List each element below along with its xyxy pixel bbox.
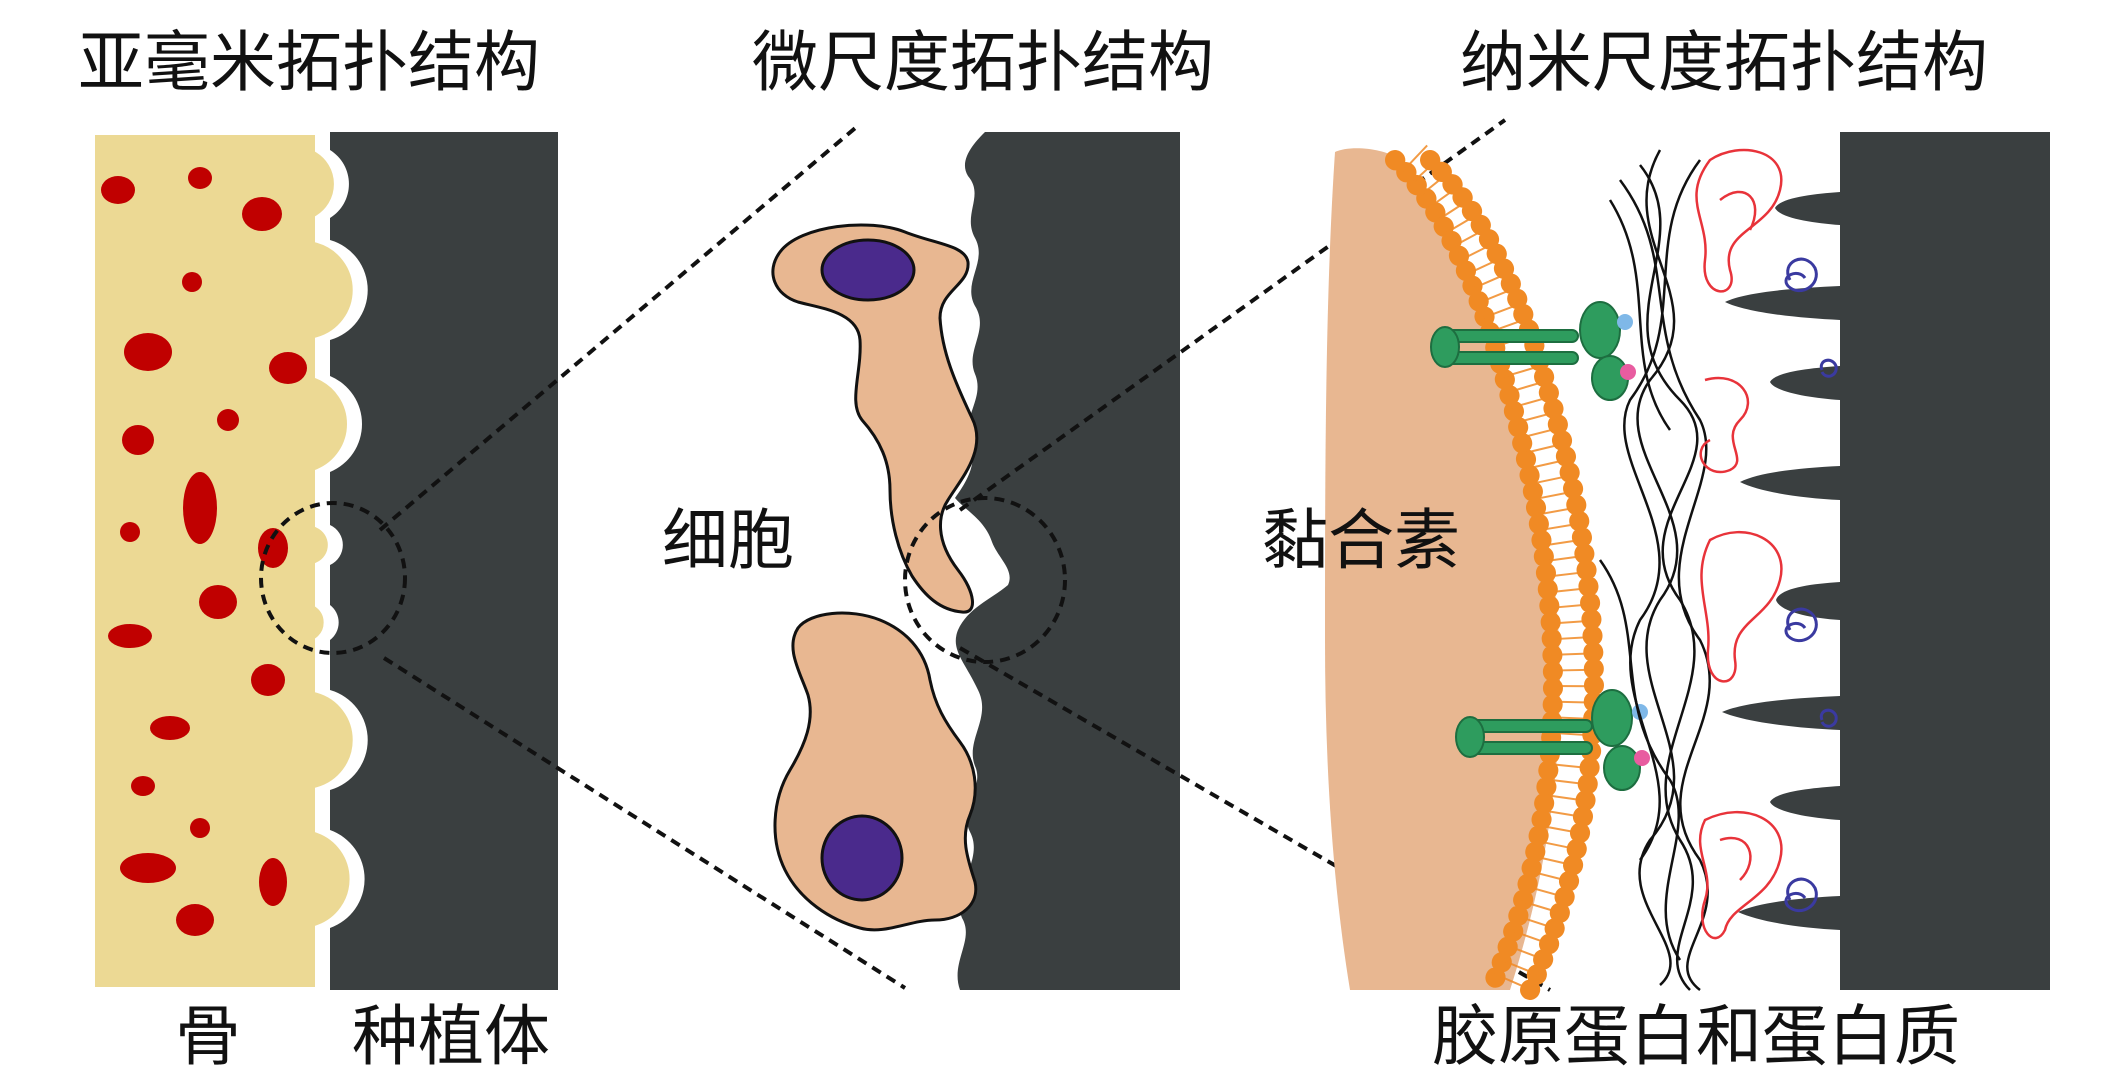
integrin-upper [1430, 301, 1629, 401]
pore [217, 409, 239, 431]
nucleus-lower [820, 814, 904, 902]
pore [120, 853, 176, 883]
collagen-fibers [1598, 149, 1711, 991]
title-submillimeter-topology: 亚毫米拓扑结构 [78, 24, 540, 101]
pore [188, 167, 212, 189]
title-micro-topology: 微尺度拓扑结构 [752, 24, 1214, 101]
implant-block-1 [330, 132, 558, 990]
pore [251, 664, 285, 696]
panel-nano [1325, 132, 2050, 1000]
pore [182, 272, 202, 292]
pore [242, 197, 282, 231]
zoom-lines-1 [378, 122, 907, 990]
pore [131, 776, 155, 796]
pore [258, 528, 288, 568]
pore [176, 904, 214, 936]
pore [108, 624, 152, 648]
label-bone: 骨 [175, 998, 241, 1075]
receptor-markers [1617, 314, 1650, 766]
cell-upper [771, 223, 979, 614]
pore [190, 818, 210, 838]
pore [150, 716, 190, 740]
pore [199, 585, 237, 619]
pore [259, 858, 287, 906]
nucleus-upper [820, 238, 916, 302]
integrin-lower [1455, 689, 1641, 791]
implant-block-2 [955, 132, 1180, 990]
panel-submillimeter [89, 129, 558, 993]
label-implant: 种植体 [352, 998, 550, 1075]
implant-block-3 [1722, 132, 2050, 990]
proteins-red [1695, 148, 1783, 940]
pore [101, 176, 135, 204]
title-nano-topology: 纳米尺度拓扑结构 [1460, 24, 1988, 101]
zoom-region-1 [259, 501, 407, 655]
bone-pores [101, 167, 307, 936]
pore [269, 352, 307, 384]
panel-micro [771, 132, 1180, 990]
membrane-bilayer-inner [1420, 150, 1605, 1000]
pore [183, 472, 217, 544]
label-collagen-protein: 胶原蛋白和蛋白质 [1432, 998, 1960, 1075]
pore [120, 522, 140, 542]
proteins-blue [1784, 257, 1838, 913]
label-adhesin: 黏合素 [1262, 502, 1460, 579]
pore [124, 333, 172, 371]
pore [122, 425, 154, 455]
zoom-region-2 [903, 496, 1067, 664]
label-cell: 细胞 [662, 502, 794, 579]
